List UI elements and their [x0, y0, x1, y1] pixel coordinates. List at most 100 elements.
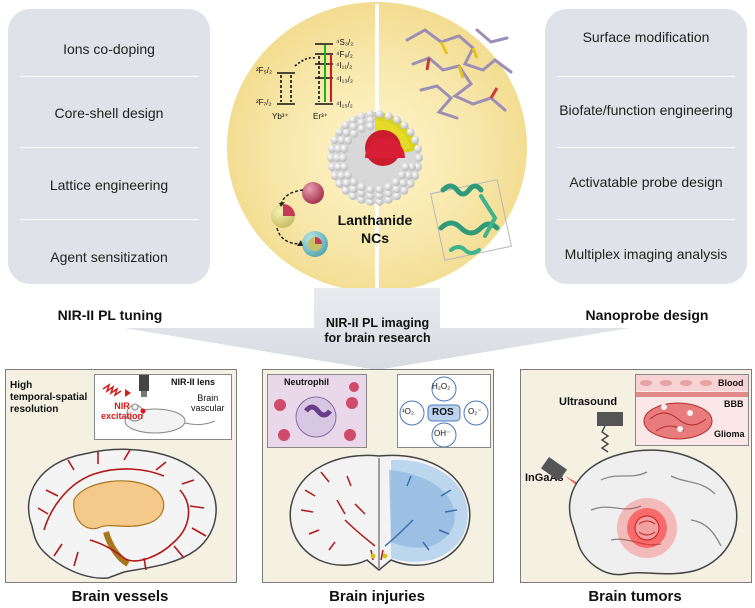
- shell-bead: [414, 163, 422, 172]
- shell-bead: [335, 128, 344, 137]
- shell-bead: [341, 186, 350, 195]
- shell-bead: [357, 183, 366, 192]
- divider: [20, 219, 198, 220]
- note-line-2: temporal-spatial: [10, 392, 88, 403]
- excitation-line-2: excitation: [101, 411, 144, 421]
- shell-bead: [384, 189, 393, 198]
- right-item-1: Surface modification: [582, 29, 710, 45]
- right-item-2: Biofate/function engineering: [559, 102, 733, 118]
- protein-ribbon: [430, 179, 512, 261]
- ros-superoxide: O₂⁻: [468, 407, 482, 416]
- brain-injuries-graphic: [289, 454, 471, 571]
- shell-bead: [375, 185, 384, 194]
- shell-bead: [366, 116, 375, 125]
- shell-bead: [401, 163, 410, 171]
- core-sphere: [302, 182, 324, 204]
- nir-excitation-label: NIR excitation: [101, 401, 143, 421]
- shell-bead: [366, 191, 375, 200]
- right-item-4: Multiplex imaging analysis: [564, 246, 728, 262]
- brain-injuries-panel: Neutrophil ROS H₂O₂ ¹O₂ O₂⁻ OH⁻: [262, 369, 494, 583]
- ingaas-camera: [540, 456, 568, 482]
- brain-tumors-graphic: [540, 412, 738, 576]
- nir-ii-lens-label: NIR-II lens: [171, 377, 216, 387]
- shell-bead: [349, 192, 357, 201]
- shell-bead: [414, 144, 422, 153]
- brain-vessels-panel: High temporal-spatial resolution NIR-II …: [5, 369, 237, 583]
- shell-bead: [357, 189, 366, 198]
- er-ion-label: Er³⁺: [313, 112, 328, 121]
- bbb-inset: Blood BBB Glioma: [635, 374, 749, 446]
- shell-bead: [400, 186, 409, 195]
- shell-bead: [399, 179, 408, 188]
- imaging-setup-inset: NIR-II lens NIR excitation Brain vascula…: [94, 374, 232, 440]
- divider: [557, 219, 735, 220]
- shell-bead: [411, 171, 420, 180]
- shell-bead: [349, 185, 358, 194]
- ros-center: ROS: [432, 407, 454, 418]
- shell-bead: [357, 124, 366, 133]
- divider: [20, 76, 198, 77]
- shell-bead: [337, 171, 346, 180]
- yb-upper-level: ²F₅/₂: [256, 66, 273, 75]
- shell-bead: [349, 115, 357, 124]
- arrow-label-line-2: for brain research: [324, 331, 431, 345]
- shell-bead: [350, 129, 358, 138]
- center-graphic: [227, 2, 527, 292]
- shell-bead: [341, 121, 350, 130]
- shell-bead: [340, 145, 349, 153]
- resolution-note: High temporal-spatial resolution: [10, 380, 87, 416]
- shell-bead: [393, 115, 401, 124]
- left-item-2: Core-shell design: [54, 105, 164, 121]
- divider: [557, 76, 735, 77]
- left-item-4: Agent sensitization: [50, 249, 168, 265]
- vascular-line-2: vascular: [191, 403, 225, 413]
- shell-bead: [407, 163, 416, 172]
- blood-label: Blood: [718, 378, 744, 388]
- yb-ion-label: Yb³⁺: [272, 112, 289, 121]
- bbb-label: BBB: [724, 399, 744, 409]
- ros-inset: ROS H₂O₂ ¹O₂ O₂⁻ OH⁻: [397, 374, 491, 448]
- shell-bead: [366, 110, 375, 119]
- ros-graphic: [399, 376, 489, 448]
- shell-bead: [344, 136, 353, 145]
- right-item-3: Activatable probe design: [569, 174, 723, 190]
- neutrophil-graphic: [274, 382, 359, 441]
- shell-bead: [392, 178, 400, 187]
- shell-bead: [357, 195, 366, 204]
- vascular-line-1: Brain: [197, 393, 219, 403]
- shell-bead: [342, 179, 351, 188]
- shell-bead: [342, 128, 351, 137]
- shell-bead: [330, 136, 339, 145]
- brain-vessels-graphic: [27, 448, 217, 579]
- shell-bead: [384, 183, 393, 192]
- shell-bead: [392, 185, 401, 194]
- nc-label-line-1: Lanthanide: [337, 212, 413, 228]
- shell-bead: [344, 171, 353, 180]
- nanoprobe-design-panel: Surface modification Biofate/function en…: [545, 9, 747, 284]
- energy-level-diagram: [277, 43, 333, 105]
- shell-bead: [330, 171, 339, 180]
- shell-bead: [328, 163, 336, 172]
- shell-bead: [357, 112, 366, 121]
- mouse-imaging-graphic: [102, 375, 216, 434]
- shell-bead: [333, 154, 341, 162]
- nanoprobe-design-title: Nanoprobe design: [585, 307, 709, 323]
- shell-bead: [366, 185, 375, 194]
- shell-bead: [400, 121, 409, 130]
- shell-bead: [375, 110, 384, 119]
- neutrophil-label: Neutrophil: [284, 377, 329, 387]
- shell-bead: [384, 195, 393, 204]
- note-line-3: resolution: [10, 404, 59, 415]
- shell-bead: [375, 191, 384, 200]
- nir-ii-pl-tuning-title: NIR-II PL tuning: [57, 307, 163, 323]
- left-item-1: Ions co-doping: [63, 41, 155, 57]
- shell-bead: [404, 171, 413, 180]
- nir-ii-pl-tuning-panel: Ions co-doping Core-shell design Lattice…: [8, 9, 210, 284]
- shell-bead: [337, 136, 346, 145]
- ros-singlet-oxygen: ¹O₂: [402, 407, 414, 416]
- neutrophil-inset: Neutrophil: [267, 374, 367, 448]
- shell-bead: [327, 154, 335, 162]
- shell-bead: [350, 178, 358, 187]
- divider: [557, 147, 735, 148]
- down-arrow: [124, 288, 630, 370]
